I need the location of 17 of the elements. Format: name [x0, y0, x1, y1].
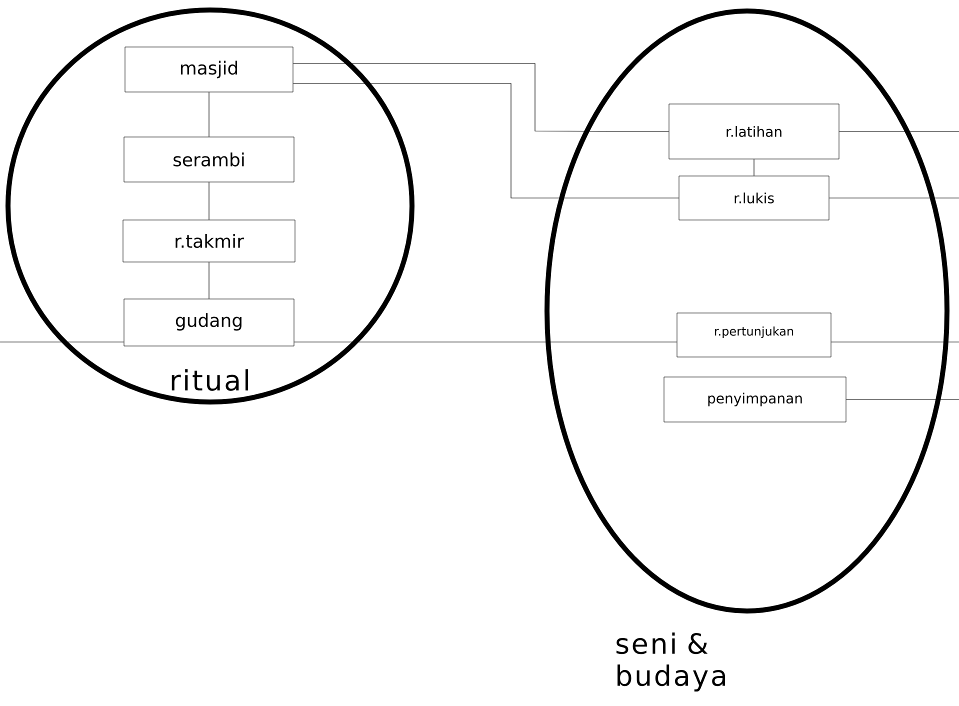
room-box: r.latihan [668, 104, 840, 160]
connector-line [208, 262, 210, 300]
group-heading: seni & budaya [616, 632, 726, 692]
connector-line [292, 63, 670, 132]
connector-line [838, 131, 959, 132]
room-box: penyimpanan [664, 376, 846, 422]
connector-line [292, 83, 680, 198]
connector-line [208, 182, 210, 220]
connector-line [208, 92, 210, 138]
room-box: masjid [124, 46, 294, 92]
room-box: r.takmir [122, 220, 296, 262]
room-box: r.lukis [678, 176, 830, 220]
room-box: gudang [124, 298, 294, 346]
room-box: serambi [124, 136, 294, 182]
room-box: r.pertunjukan [676, 312, 832, 358]
connector-line [846, 399, 959, 400]
group-heading: ritual [172, 369, 248, 391]
